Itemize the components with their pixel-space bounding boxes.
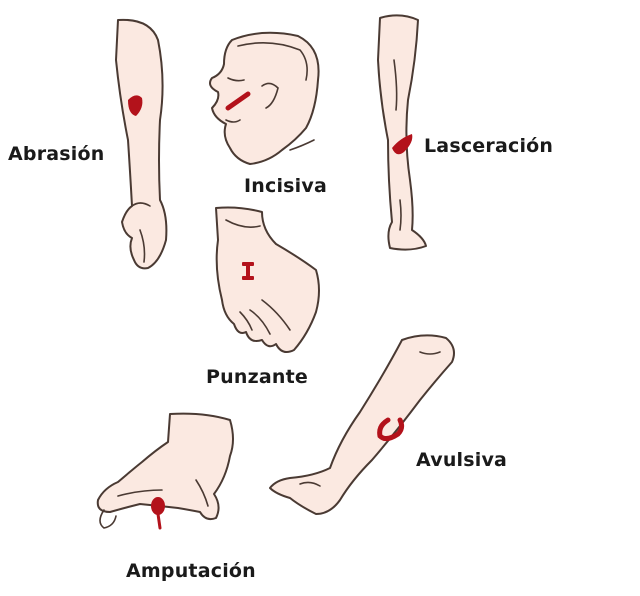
incised-face-illustration	[209, 31, 320, 165]
amputation-hand-illustration	[96, 412, 234, 530]
amputation-label: Amputación	[126, 560, 256, 582]
abrasion-label: Abrasión	[8, 143, 105, 165]
avulsion-leg-illustration	[269, 334, 455, 515]
incised-label: Incisiva	[244, 175, 327, 197]
puncture-hand-illustration	[215, 206, 320, 353]
laceration-label: Lasceración	[424, 135, 554, 157]
avulsion-label: Avulsiva	[416, 449, 508, 471]
laceration-leg-illustration	[377, 14, 427, 251]
abrasion-arm-illustration	[115, 18, 168, 270]
puncture-label: Punzante	[206, 366, 308, 388]
